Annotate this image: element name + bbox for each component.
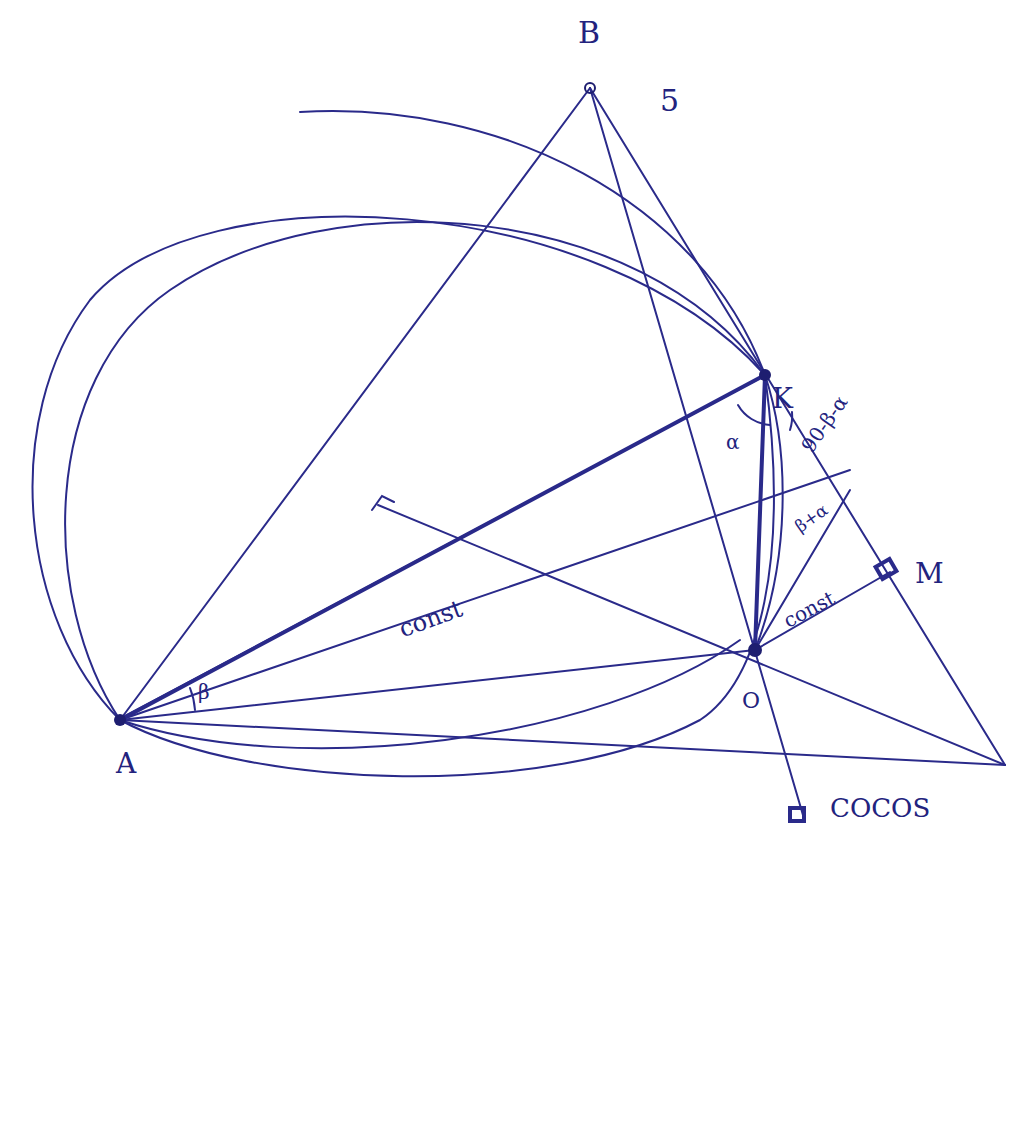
right-angle-mark: [876, 559, 897, 579]
circle-arc-2: [65, 222, 765, 720]
circle-arc-6: [755, 375, 783, 650]
point-a: [114, 714, 126, 726]
angle-label: 90-β-α: [798, 392, 851, 456]
segment-a-extra: [120, 470, 850, 720]
segment-ak-2: [125, 378, 760, 716]
right-angle-mark: [372, 496, 394, 510]
side-ac: [120, 720, 1005, 765]
circle-arc-4: [120, 375, 774, 776]
point-o: [748, 643, 762, 657]
angle-arc: [738, 405, 770, 425]
side-ab: [120, 88, 590, 720]
length-note: const: [396, 596, 466, 641]
angle-label: β: [198, 682, 210, 702]
point-label: A: [116, 750, 136, 778]
note-text: COCOS: [830, 795, 930, 821]
point-b: [585, 83, 595, 93]
segment-om: [755, 572, 890, 650]
note-number: 5: [660, 86, 679, 116]
point-label: O: [742, 690, 760, 712]
right-angle-mark: [790, 808, 804, 821]
circle-arc: [33, 217, 765, 720]
angle-arc: [790, 412, 792, 430]
point-label: B: [578, 18, 600, 48]
point-label: K: [772, 385, 793, 413]
segment-ak: [120, 375, 765, 720]
altitude-c: [378, 505, 1005, 765]
point-label: M: [915, 560, 944, 588]
angle-arc: [190, 688, 195, 710]
angle-label: α: [726, 432, 740, 452]
circle-arc-5: [120, 640, 740, 748]
point-k: [759, 369, 771, 381]
side-bc: [590, 88, 1005, 765]
circle-arc-3: [300, 111, 765, 375]
